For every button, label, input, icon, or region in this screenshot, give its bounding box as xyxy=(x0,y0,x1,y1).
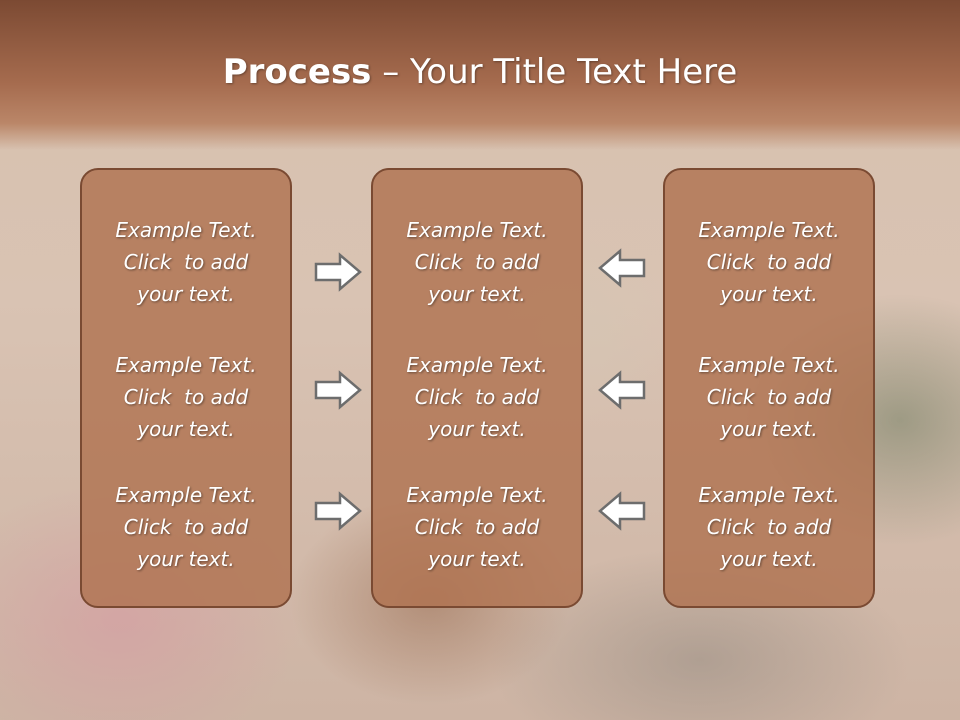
text-placeholder[interactable]: Example Text. Click to add your text. xyxy=(82,349,290,445)
text-line: Example Text. xyxy=(698,218,840,242)
text-line: Click to add xyxy=(414,515,540,539)
process-box-center[interactable]: Example Text. Click to add your text. Ex… xyxy=(371,168,583,608)
arrow-right-icon[interactable] xyxy=(314,252,362,292)
text-placeholder[interactable]: Example Text. Click to add your text. xyxy=(665,349,873,445)
text-line: Click to add xyxy=(706,515,832,539)
text-line: Click to add xyxy=(706,250,832,274)
title-bar xyxy=(0,0,960,150)
text-line: Example Text. xyxy=(115,353,257,377)
text-line: your text. xyxy=(720,547,818,571)
text-line: Example Text. xyxy=(406,353,548,377)
title-bold: Process xyxy=(222,52,372,92)
text-line: Click to add xyxy=(706,385,832,409)
text-line: your text. xyxy=(137,282,235,306)
text-line: Example Text. xyxy=(115,218,257,242)
text-line: Example Text. xyxy=(698,483,840,507)
arrow-right-icon[interactable] xyxy=(314,370,362,410)
text-line: your text. xyxy=(720,282,818,306)
title-rest: – Your Title Text Here xyxy=(371,52,738,92)
text-line: your text. xyxy=(720,417,818,441)
text-placeholder[interactable]: Example Text. Click to add your text. xyxy=(82,479,290,575)
text-placeholder[interactable]: Example Text. Click to add your text. xyxy=(82,214,290,310)
text-line: Example Text. xyxy=(406,483,548,507)
text-line: your text. xyxy=(428,417,526,441)
text-line: Example Text. xyxy=(115,483,257,507)
text-line: Click to add xyxy=(414,250,540,274)
text-line: Example Text. xyxy=(406,218,548,242)
process-box-left[interactable]: Example Text. Click to add your text. Ex… xyxy=(80,168,292,608)
arrow-left-icon[interactable] xyxy=(598,370,646,410)
text-line: Example Text. xyxy=(698,353,840,377)
arrow-right-icon[interactable] xyxy=(314,491,362,531)
text-placeholder[interactable]: Example Text. Click to add your text. xyxy=(373,349,581,445)
text-placeholder[interactable]: Example Text. Click to add your text. xyxy=(373,479,581,575)
arrow-left-icon[interactable] xyxy=(598,491,646,531)
text-placeholder[interactable]: Example Text. Click to add your text. xyxy=(373,214,581,310)
text-line: Click to add xyxy=(414,385,540,409)
text-placeholder[interactable]: Example Text. Click to add your text. xyxy=(665,214,873,310)
text-line: your text. xyxy=(428,282,526,306)
text-line: your text. xyxy=(428,547,526,571)
text-line: your text. xyxy=(137,417,235,441)
text-placeholder[interactable]: Example Text. Click to add your text. xyxy=(665,479,873,575)
process-box-right[interactable]: Example Text. Click to add your text. Ex… xyxy=(663,168,875,608)
text-line: Click to add xyxy=(123,250,249,274)
text-line: Click to add xyxy=(123,515,249,539)
arrow-left-icon[interactable] xyxy=(598,248,646,288)
slide-title[interactable]: Process – Your Title Text Here xyxy=(0,52,960,92)
text-line: your text. xyxy=(137,547,235,571)
text-line: Click to add xyxy=(123,385,249,409)
